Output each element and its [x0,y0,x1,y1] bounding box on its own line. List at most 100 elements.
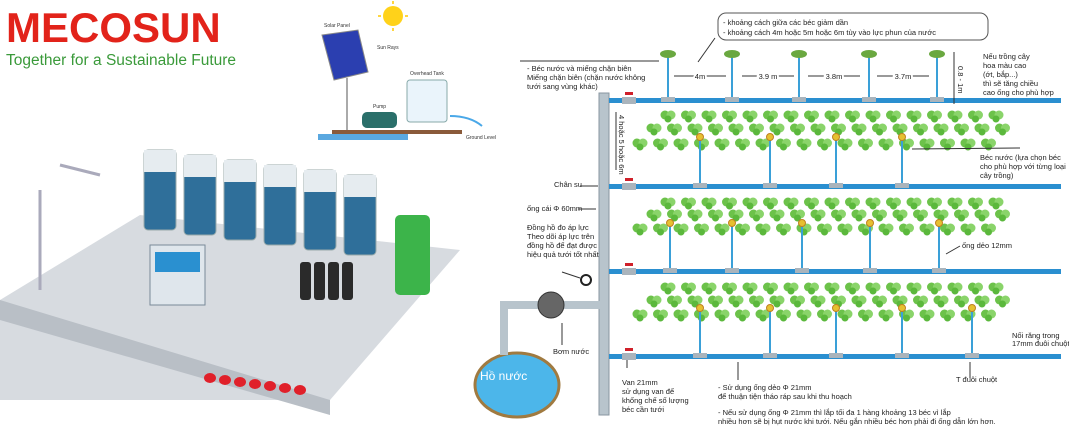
plant-icon [817,223,832,236]
valve-handle-icon[interactable] [625,92,633,95]
plant-icon [968,282,983,295]
plant-icon [796,138,812,151]
plant-icon [851,209,867,222]
valve-handle-icon[interactable] [625,348,633,351]
pipe-note: - Sử dụng ống dẻo Φ 21mm [718,383,812,392]
spacing-label: 3.8m [826,72,843,81]
disc-filter [328,262,339,300]
plant-icon [845,197,860,210]
spacing-label: 3.7m [895,72,912,81]
sprinkler-note: Miếng chặn biên (chặn nước không [527,73,645,82]
plant-icon [783,110,799,123]
plant-icon [722,197,737,210]
sprinkler-head-icon [832,133,840,141]
sprinkler-head-icon [724,50,740,58]
plant-icon [673,223,689,236]
plant-icon [804,282,819,295]
green-tank [395,215,430,295]
plant-icon [913,295,928,308]
plant-icon [954,295,969,308]
valve[interactable] [622,183,636,190]
plant-icon [988,282,1004,295]
plant-icon [749,209,764,222]
plant-icon [632,309,648,322]
plant-icon [892,209,908,222]
plant-icon [824,197,840,210]
main-pipe [598,92,610,416]
svg-text:Hồ nước: Hồ nước [480,369,527,383]
svg-text:Bơm nước: Bơm nước [553,347,589,356]
plant-icon [872,123,887,136]
plant-icon [667,209,682,222]
plant-icon [886,197,901,210]
plant-icon [872,295,887,308]
plant-icon [886,110,901,123]
plant-icon [708,123,723,136]
plant-icon [968,197,983,210]
disc-filter [300,262,311,300]
valve[interactable] [622,97,636,104]
plant-icon [865,282,881,295]
solar-panel [321,29,369,81]
plant-icon [646,123,662,136]
valve-note: béc cần tưới [622,405,664,414]
sprinkler-head-icon [832,304,840,312]
logo: MECOSUN Together for a Sustainable Futur… [6,4,236,69]
plant-icon [714,138,730,151]
valve-handle-icon[interactable] [625,178,633,181]
svg-text:0.8 - 1m: 0.8 - 1m [956,66,965,94]
plant-icon [845,110,860,123]
svg-text:Sun Rays: Sun Rays [377,45,399,51]
plant-icon [831,209,846,222]
plant-icon [722,282,737,295]
plant-icon [919,309,935,322]
sprinkler-head-icon [798,219,806,227]
valve-handle-icon[interactable] [625,263,633,266]
sprinkler-head-icon [696,304,704,312]
plant-icon [796,309,812,322]
plant-icon [974,209,990,222]
field-layout: - khoảng cách giữa các béc giảm dần - kh… [473,12,1069,426]
barb-note: 17mm đuôi chuột [1012,339,1069,348]
plant-icon [933,123,949,136]
svg-text:Chân su: Chân su [554,180,582,189]
plant-icon [769,123,785,136]
plant-icon [755,223,771,236]
sprinkler-note: tưới sang vùng khác) [527,82,598,91]
plant-icon [954,123,969,136]
plant-icon [755,309,771,322]
sprinkler-head-icon [898,304,906,312]
sprinkler-head-icon [791,50,807,58]
overhead-tank [406,79,448,123]
plant-icon [851,123,867,136]
plant-icon [687,123,703,136]
plant-icon [810,123,826,136]
plant-icon [673,138,689,151]
note-box [717,12,989,41]
plant-icon [667,123,682,136]
plant-icon [749,295,764,308]
plant-icon [837,309,853,322]
plant-icon [927,282,942,295]
valve[interactable] [622,268,636,275]
plant-icon [632,138,648,151]
plant-icon [714,309,730,322]
plant-icon [790,295,805,308]
plant-icon [742,197,758,210]
plant-icon [927,197,942,210]
pressure-gauge-icon [580,274,592,286]
plant-icon [906,197,922,210]
plant-icon [763,110,778,123]
plant-icon [831,123,846,136]
valve[interactable] [622,353,636,360]
red-valve [264,381,276,391]
plant-icon [837,223,853,236]
plant-icon [742,110,758,123]
plant-icon [981,223,996,236]
plant-icon [694,223,709,236]
gauge-note: đồng hồ để đạt được [527,241,597,250]
plant-icon [749,123,764,136]
red-valve [234,377,246,387]
spacing-label: 3.9 m [759,72,778,81]
plant-icon [974,295,990,308]
